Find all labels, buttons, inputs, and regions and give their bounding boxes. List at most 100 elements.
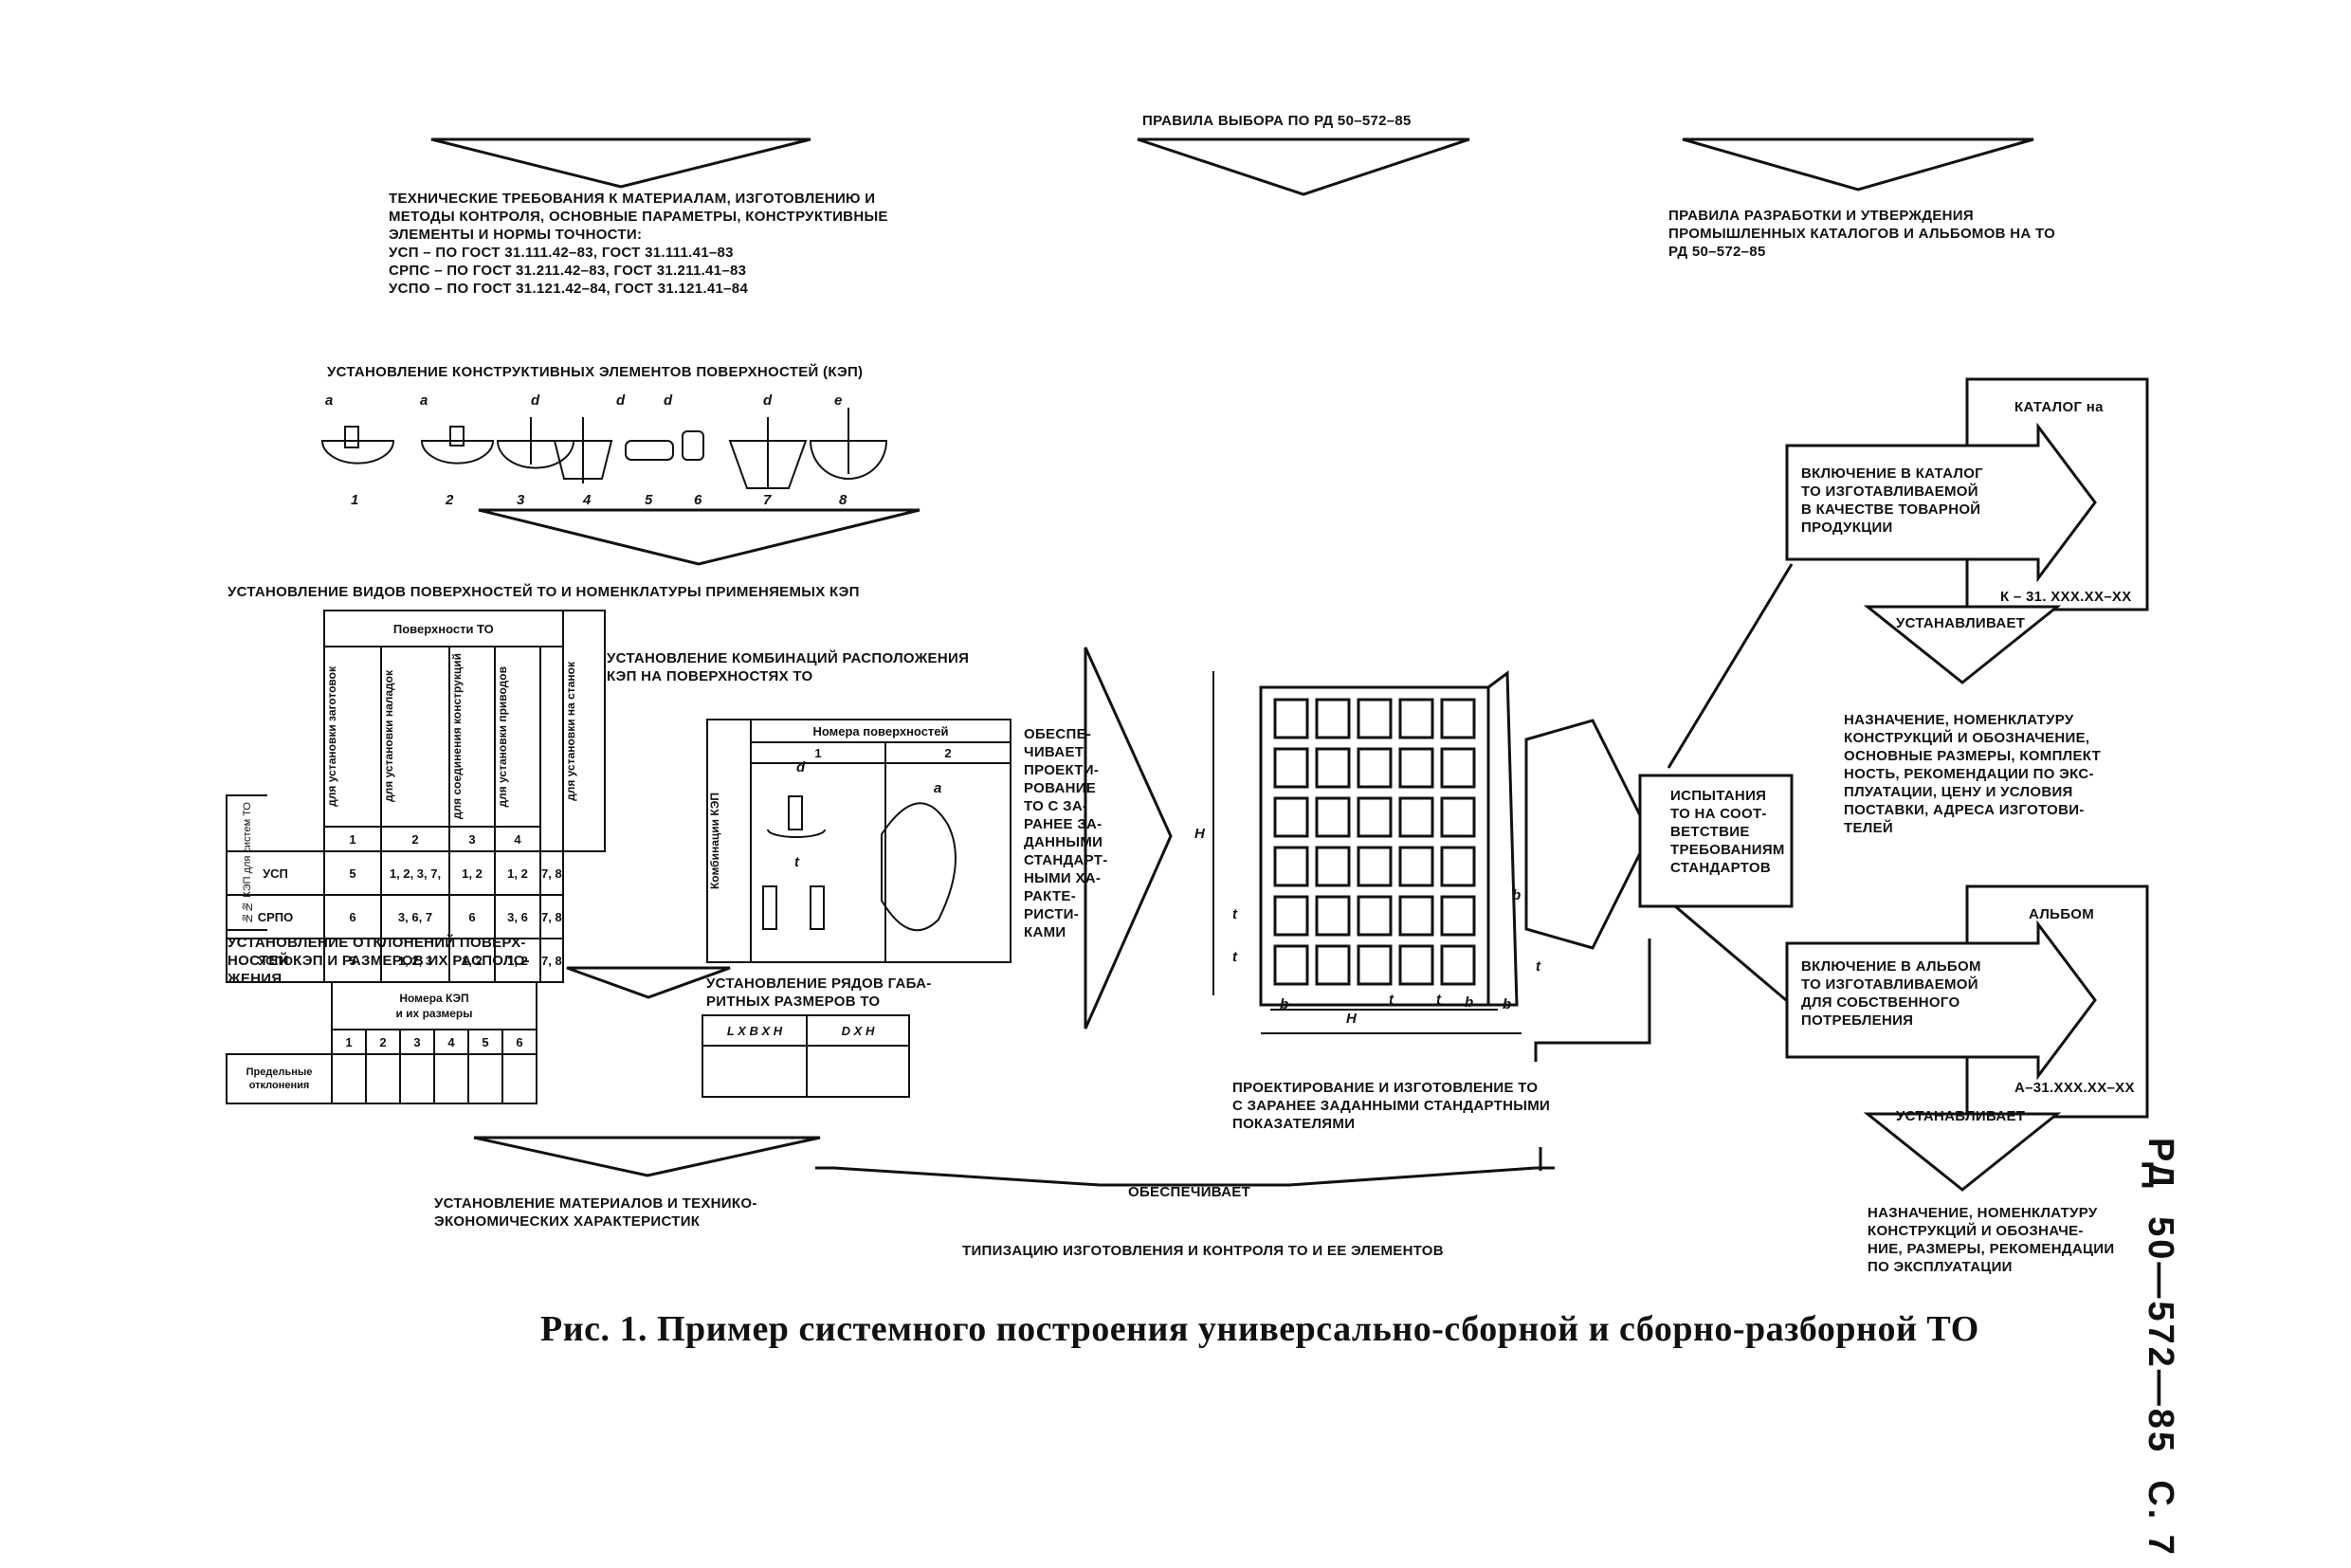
col-number: 2 [380,826,450,852]
rules-dev-text: ПРАВИЛА РАЗРАБОТКИ И УТВЕРЖДЕНИЯ ПРОМЫШЛ… [1668,208,2056,260]
fixture-slot [1440,846,1476,887]
kep-number: 3 [517,492,525,508]
purpose-album-text: НАЗНАЧЕНИЕ, НОМЕНКЛАТУРУ КОНСТРУКЦИЙ И О… [1868,1205,2115,1275]
kep-number: 2 [446,492,454,508]
col-2-name: для установки наладок [382,670,395,803]
system-name: УСПО [226,938,325,983]
fixture-dim: b [1465,994,1474,1011]
col-number: 4 [494,826,541,852]
arrow-down-top-left [430,137,811,189]
rules-selection-label: ПРАВИЛА ВЫБОРА ПО РД 50–572–85 [1142,113,1412,129]
size-header-lbh: L X B X H [702,1014,808,1047]
arrow-right-testing [1524,719,1651,950]
album-include-text: ВКЛЮЧЕНИЕ В АЛЬБОМ ТО ИЗГОТАВЛИВАЕМОЙ ДЛ… [1801,958,1981,1029]
establishes-catalog: УСТАНАВЛИВАЕТ [1896,615,2026,631]
fixture-dim: b [1280,996,1289,1012]
fixture-slot [1315,747,1351,789]
kep-number: 6 [694,492,702,508]
arrow-down-album [1863,1112,2062,1192]
fixture-slot [1440,796,1476,838]
table-cell: 7, 8 [539,850,564,896]
fixture-slot [1315,846,1351,887]
dev-col-number: 5 [467,1029,503,1055]
combinations-table: Комбинации КЭП Номера поверхностей 1 2 [706,719,1011,963]
surface-table-header: Поверхности ТО [323,610,564,647]
deviations-header: Номера КЭП и их размеры [331,981,538,1030]
col-4-name: для установки приводов [496,665,509,808]
fixture-slot [1315,796,1351,838]
fixture-dim: t [1232,906,1238,922]
fixture-slot [1273,944,1309,986]
kep-number: 4 [583,492,592,508]
fixture-slot [1357,747,1393,789]
kep-number: 1 [351,492,359,508]
connector-to-album [1668,899,1793,1007]
design-mfg-text: ПРОЕКТИРОВАНИЕ И ИЗГОТОВЛЕНИЕ ТО С ЗАРАН… [1232,1080,1551,1132]
tech-requirements-text: ТЕХНИЧЕСКИЕ ТРЕБОВАНИЯ К МАТЕРИАЛАМ, ИЗГ… [389,191,888,297]
table-cell: 1, 2 [494,850,541,896]
fixture-slot [1357,846,1393,887]
col-number: 1 [323,826,382,852]
kep-dim: d [664,392,673,409]
connector-to-catalog [1667,563,1794,769]
kep-dim: d [531,392,540,409]
dev-col-number: 2 [365,1029,401,1055]
dev-col-number: 1 [331,1029,367,1055]
figure-caption: Рис. 1. Пример системного построения уни… [540,1309,1979,1349]
fixture-slot [1273,895,1309,937]
fixture-dim: t [1436,992,1442,1008]
fixture-slot [1273,747,1309,789]
arrow-catalog-include [1785,422,2097,583]
fixture-slot [1398,895,1434,937]
fixture-slot [1357,895,1393,937]
fixture-slot [1398,846,1434,887]
kep-dim: d [763,392,773,409]
catalog-label: КАТАЛОГ на [2014,399,2104,415]
arrow-down-top-center [1137,137,1470,196]
kep-number: 5 [645,492,653,508]
fixture-slot [1398,796,1434,838]
kep-number: 8 [839,492,847,508]
fixture-slot [1357,698,1393,739]
kep-dim: d [616,392,626,409]
dev-col-number: 3 [399,1029,435,1055]
surface-table: Поверхности ТО для установки на станок д… [226,610,606,983]
table-cell: 1, 2 [448,938,496,983]
fixture-dim: b [1503,996,1512,1012]
col-number: 3 [448,826,496,852]
arrow-down-after-kep [478,508,920,566]
catalog-code: К – 31. ХХХ.ХХ–ХХ [2000,589,2132,605]
table-cell: 6 [323,894,382,939]
fixture-dim: b [1512,887,1522,903]
table-cell: 7, 8 [539,938,564,983]
table-cell: 1, 2 [448,850,496,896]
fixture-dim: H [1194,826,1206,842]
deviations-row-label: Предельные отклонения [226,1053,333,1104]
fixture-slot [1440,944,1476,986]
arrow-down-materials [473,1136,821,1177]
fixture-slot [1315,895,1351,937]
table-cell: 1, 2 [494,938,541,983]
album-label: АЛЬБОМ [2029,906,2095,922]
kep-number: 7 [763,492,772,508]
comb-dim-d: d [796,759,806,775]
fixture-cells [1273,698,1476,986]
size-table: L X B X H D X H [702,1014,910,1098]
fixture-slot [1440,698,1476,739]
fixture-slot [1273,796,1309,838]
kep-dim: a [325,392,334,409]
bracket-typization [815,1166,1555,1187]
table-cell: 7, 8 [539,894,564,939]
combinations-label: УСТАНОВЛЕНИЕ КОМБИНАЦИЙ РАСПОЛОЖЕНИЯ КЭП… [607,650,970,684]
surface-types-label: УСТАНОВЛЕНИЕ ВИДОВ ПОВЕРХНОСТЕЙ ТО И НОМ… [228,584,860,600]
fixture-dim: t [1536,958,1541,975]
fixture-dim: H [1346,1011,1358,1027]
arrow-down-catalog [1863,605,2062,684]
dev-col-number: 6 [501,1029,538,1055]
arrow-album-include [1785,920,2097,1081]
testing-box [1638,774,1794,908]
kep-dim: a [420,392,428,409]
